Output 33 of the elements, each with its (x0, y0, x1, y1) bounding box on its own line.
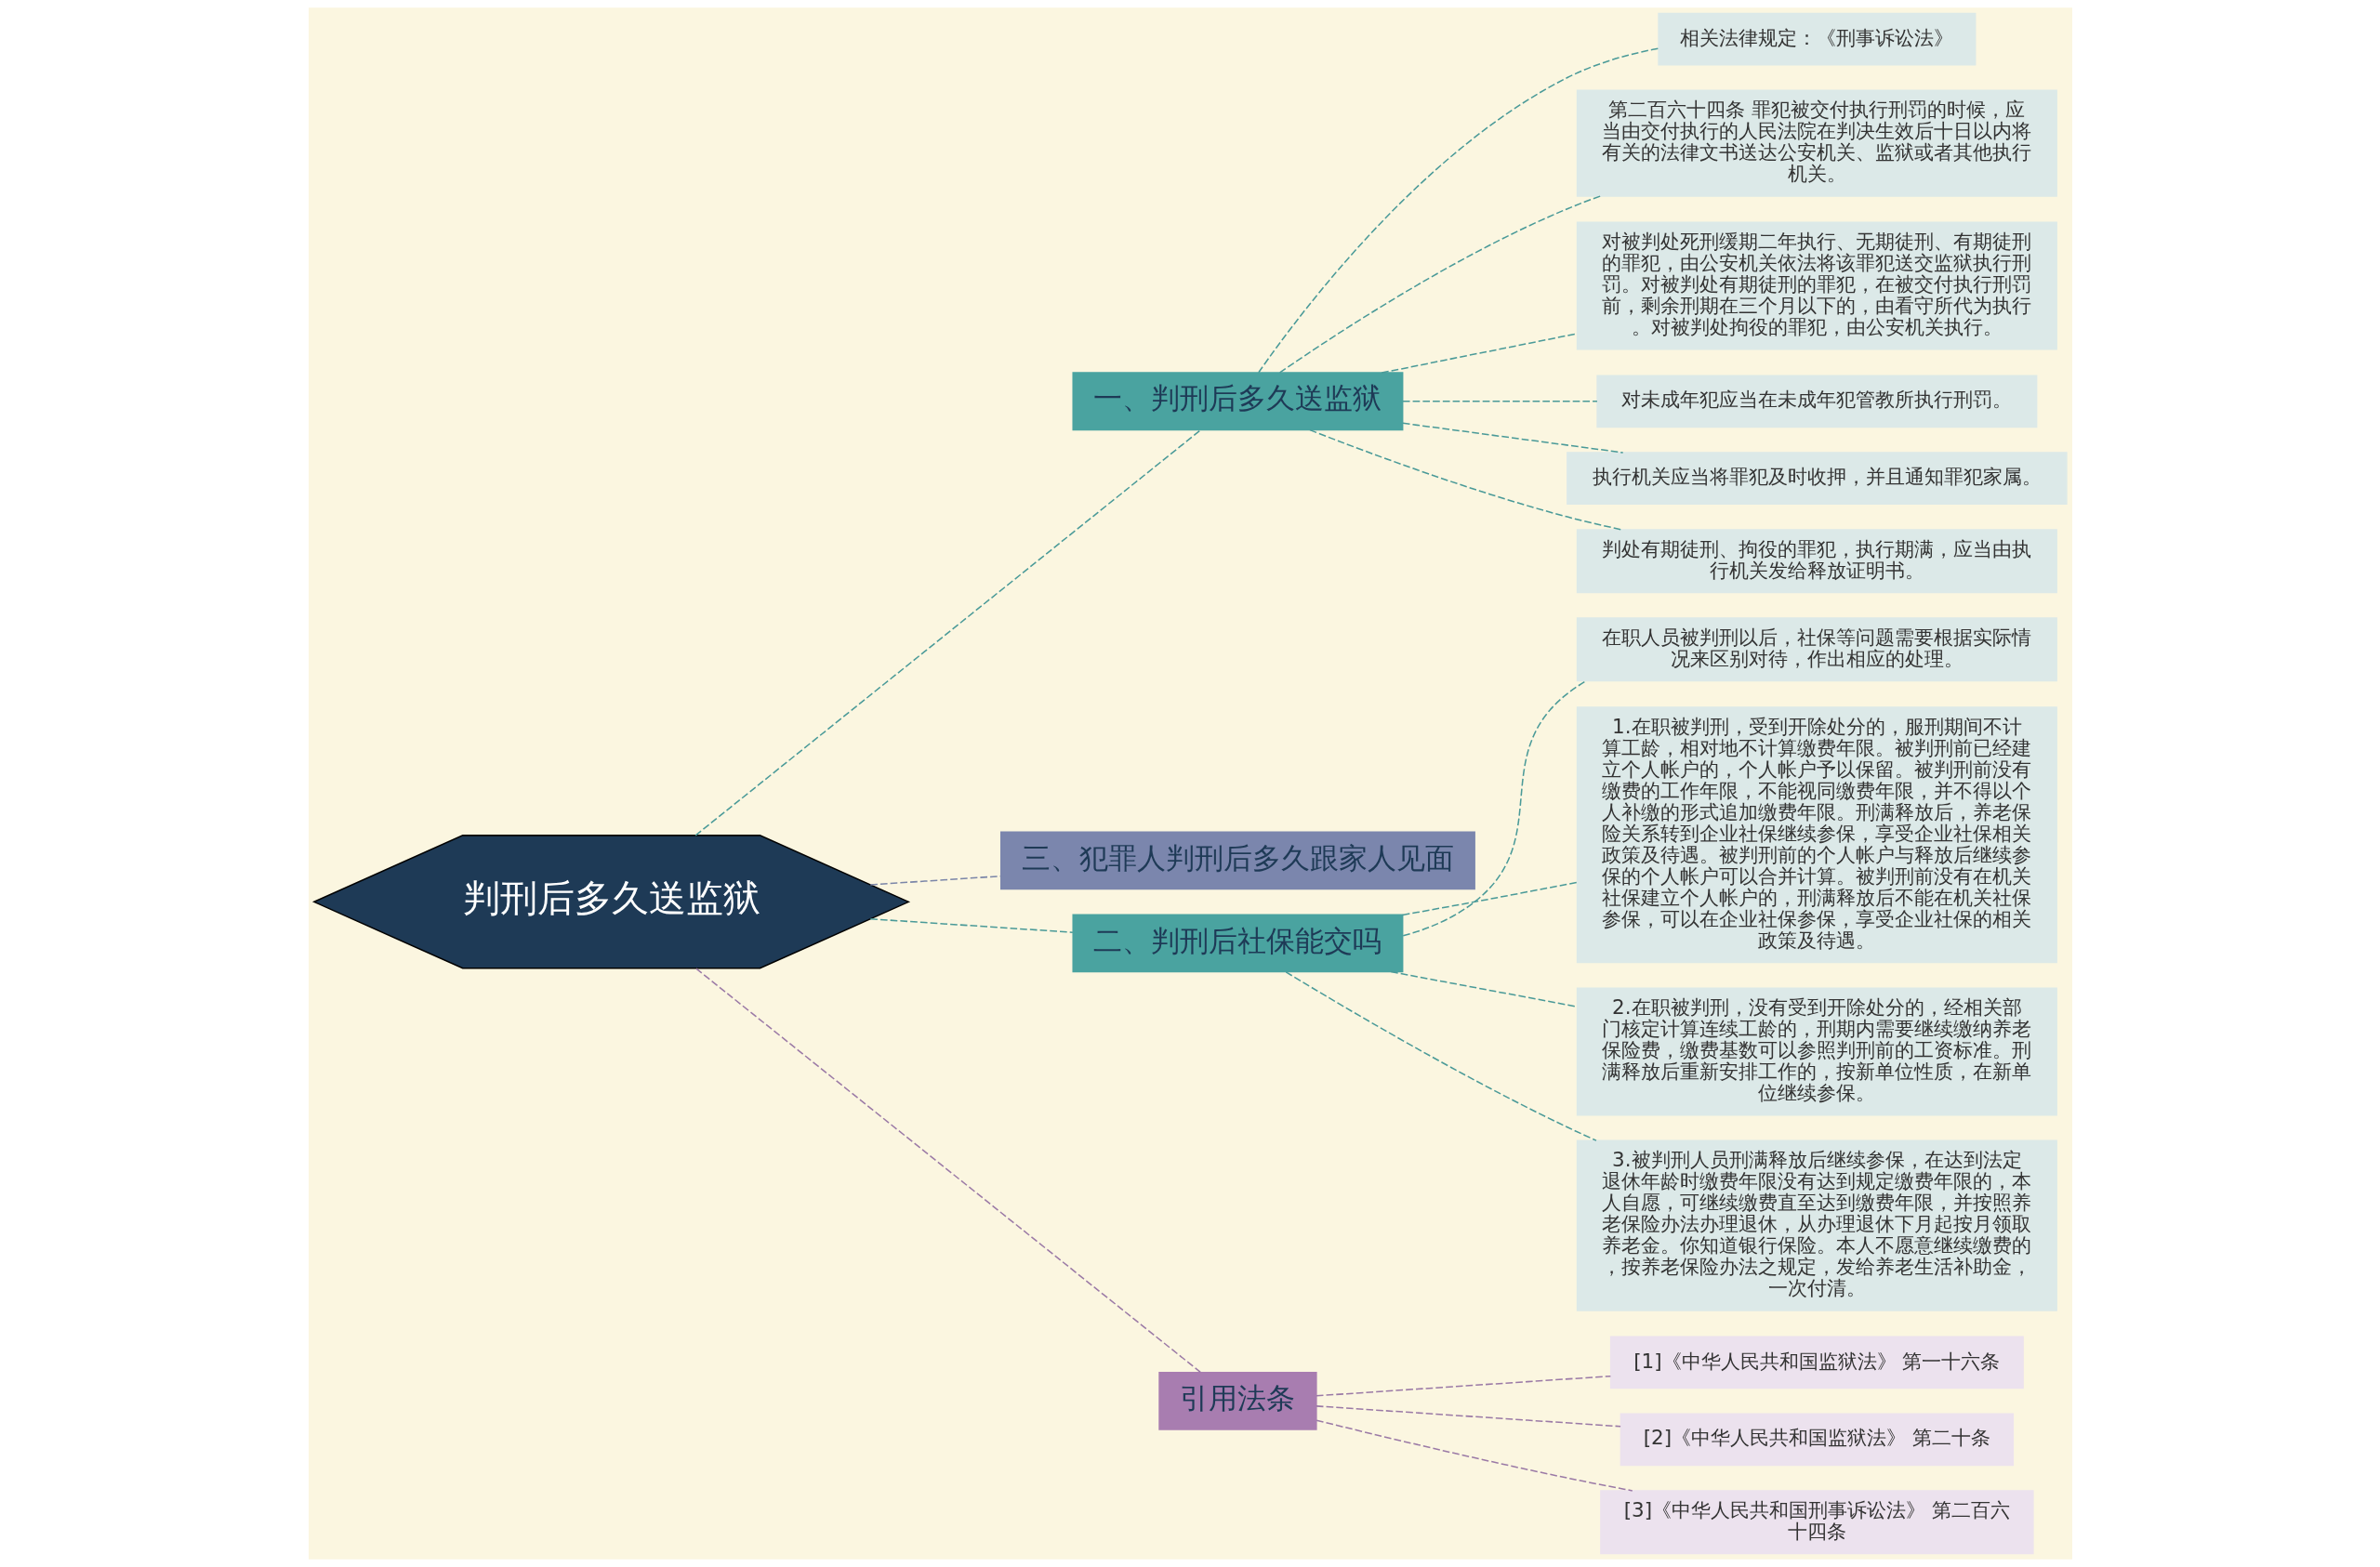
connector (694, 968, 1201, 1374)
connector (1401, 422, 1623, 454)
connector (1402, 680, 1586, 937)
node-box: 第二百六十四条 罪犯被交付执行刑罚的时候，应当由交付执行的人民法院在判决生效后十日以内将有关的法律文书送达公安机关、监狱或者其他执行机关。 (1576, 89, 2057, 197)
node-box: [1]《中华人民共和国监狱法》 第一十六条 (1609, 1336, 2024, 1389)
node-box: 1.在职被判刑，受到开除处分的，服刑期间不计算工龄，相对地不计算缴费年限。被判刑前已经建立个人帐户的，个人帐户予以保留。被判刑前没有缴费的工作年限，不能视同缴费年限，并不得以个人补缴的形式追加缴费年限。刑满释放后，养老保险关系转到企业社保继续参保，享受企业社保相关政策及待遇。被判刑前的个人帐户与释放后继续参保的个人帐户可以合并计算。被判刑前没有在机关社保建立个人帐户的，刑满释放后不能在机关社保参保，可以在企业社保参保，享受企业社保的相关政策及待遇。 (1576, 706, 2057, 964)
connector (1285, 971, 1597, 1141)
node-box: [2]《中华人民共和国监狱法》 第二十条 (1620, 1413, 2014, 1467)
connector (1308, 428, 1621, 531)
node-box: 执行机关应当将罪犯及时收押，并且通知罪犯家属。 (1566, 452, 2068, 506)
node-box: 二、判刑后社保能交吗 (1071, 914, 1403, 973)
connector (1315, 1375, 1611, 1397)
node-box: 对未成年犯应当在未成年犯管教所执行刑罚。 (1595, 375, 2037, 428)
connector (869, 917, 1074, 933)
connector (1380, 333, 1578, 374)
connector (1389, 970, 1578, 1007)
connector (1401, 881, 1578, 916)
connector (1401, 401, 1598, 402)
connector (694, 429, 1201, 836)
connector (1278, 195, 1601, 374)
node-box: 三、犯罪人判刑后多久跟家人见面 (999, 831, 1475, 890)
node-box: 3.被判刑人员刑满释放后继续参保，在达到法定退休年龄时缴费年限没有达到规定缴费年限的，本人自愿，可继续缴费直至达到缴费年限，并按照养老保险办法办理退休，从办理退休下月起按月领取养老金。你知道银行保险。本人不愿意继续缴费的，按养老保险办法之规定，发给养老生活补助金，一次付清。 (1576, 1139, 2057, 1311)
node-box: 一、判刑后多久送监狱 (1071, 372, 1403, 431)
node-box: 判处有期徒刑、拘役的罪犯，执行期满，应当由执行机关发给释放证明书。 (1576, 529, 2057, 594)
connector (1315, 1419, 1633, 1492)
connector (1315, 1405, 1621, 1428)
node-box: 引用法条 (1157, 1371, 1317, 1430)
node-box: 在职人员被判刑以后，社保等问题需要根据实际情况来区别对待，作出相应的处理。 (1576, 617, 2057, 682)
node-box: 对被判处死刑缓期二年执行、无期徒刑、有期徒刑的罪犯，由公安机关依法将该罪犯送交监狱执行刑罚。对被判处有期徒刑的罪犯，在被交付执行刑罚前，剩余刑期在三个月以下的，由看守所代为执行。对被判处拘役的罪犯，由公安机关执行。 (1576, 221, 2057, 350)
connector (1257, 47, 1659, 374)
node-box: 2.在职被判刑，没有受到开除处分的，经相关部门核定计算连续工龄的，刑期内需要继续缴纳养老保险费，缴费基数可以参照判刑前的工资标准。刑满释放后重新安排工作的，按新单位性质，在新单位继续参保。 (1576, 987, 2057, 1116)
node-box: [3]《中华人民共和国刑事诉讼法》 第二百六十四条 (1599, 1490, 2034, 1555)
node-box: 相关法律规定：《刑事诉讼法》 (1657, 12, 1976, 66)
